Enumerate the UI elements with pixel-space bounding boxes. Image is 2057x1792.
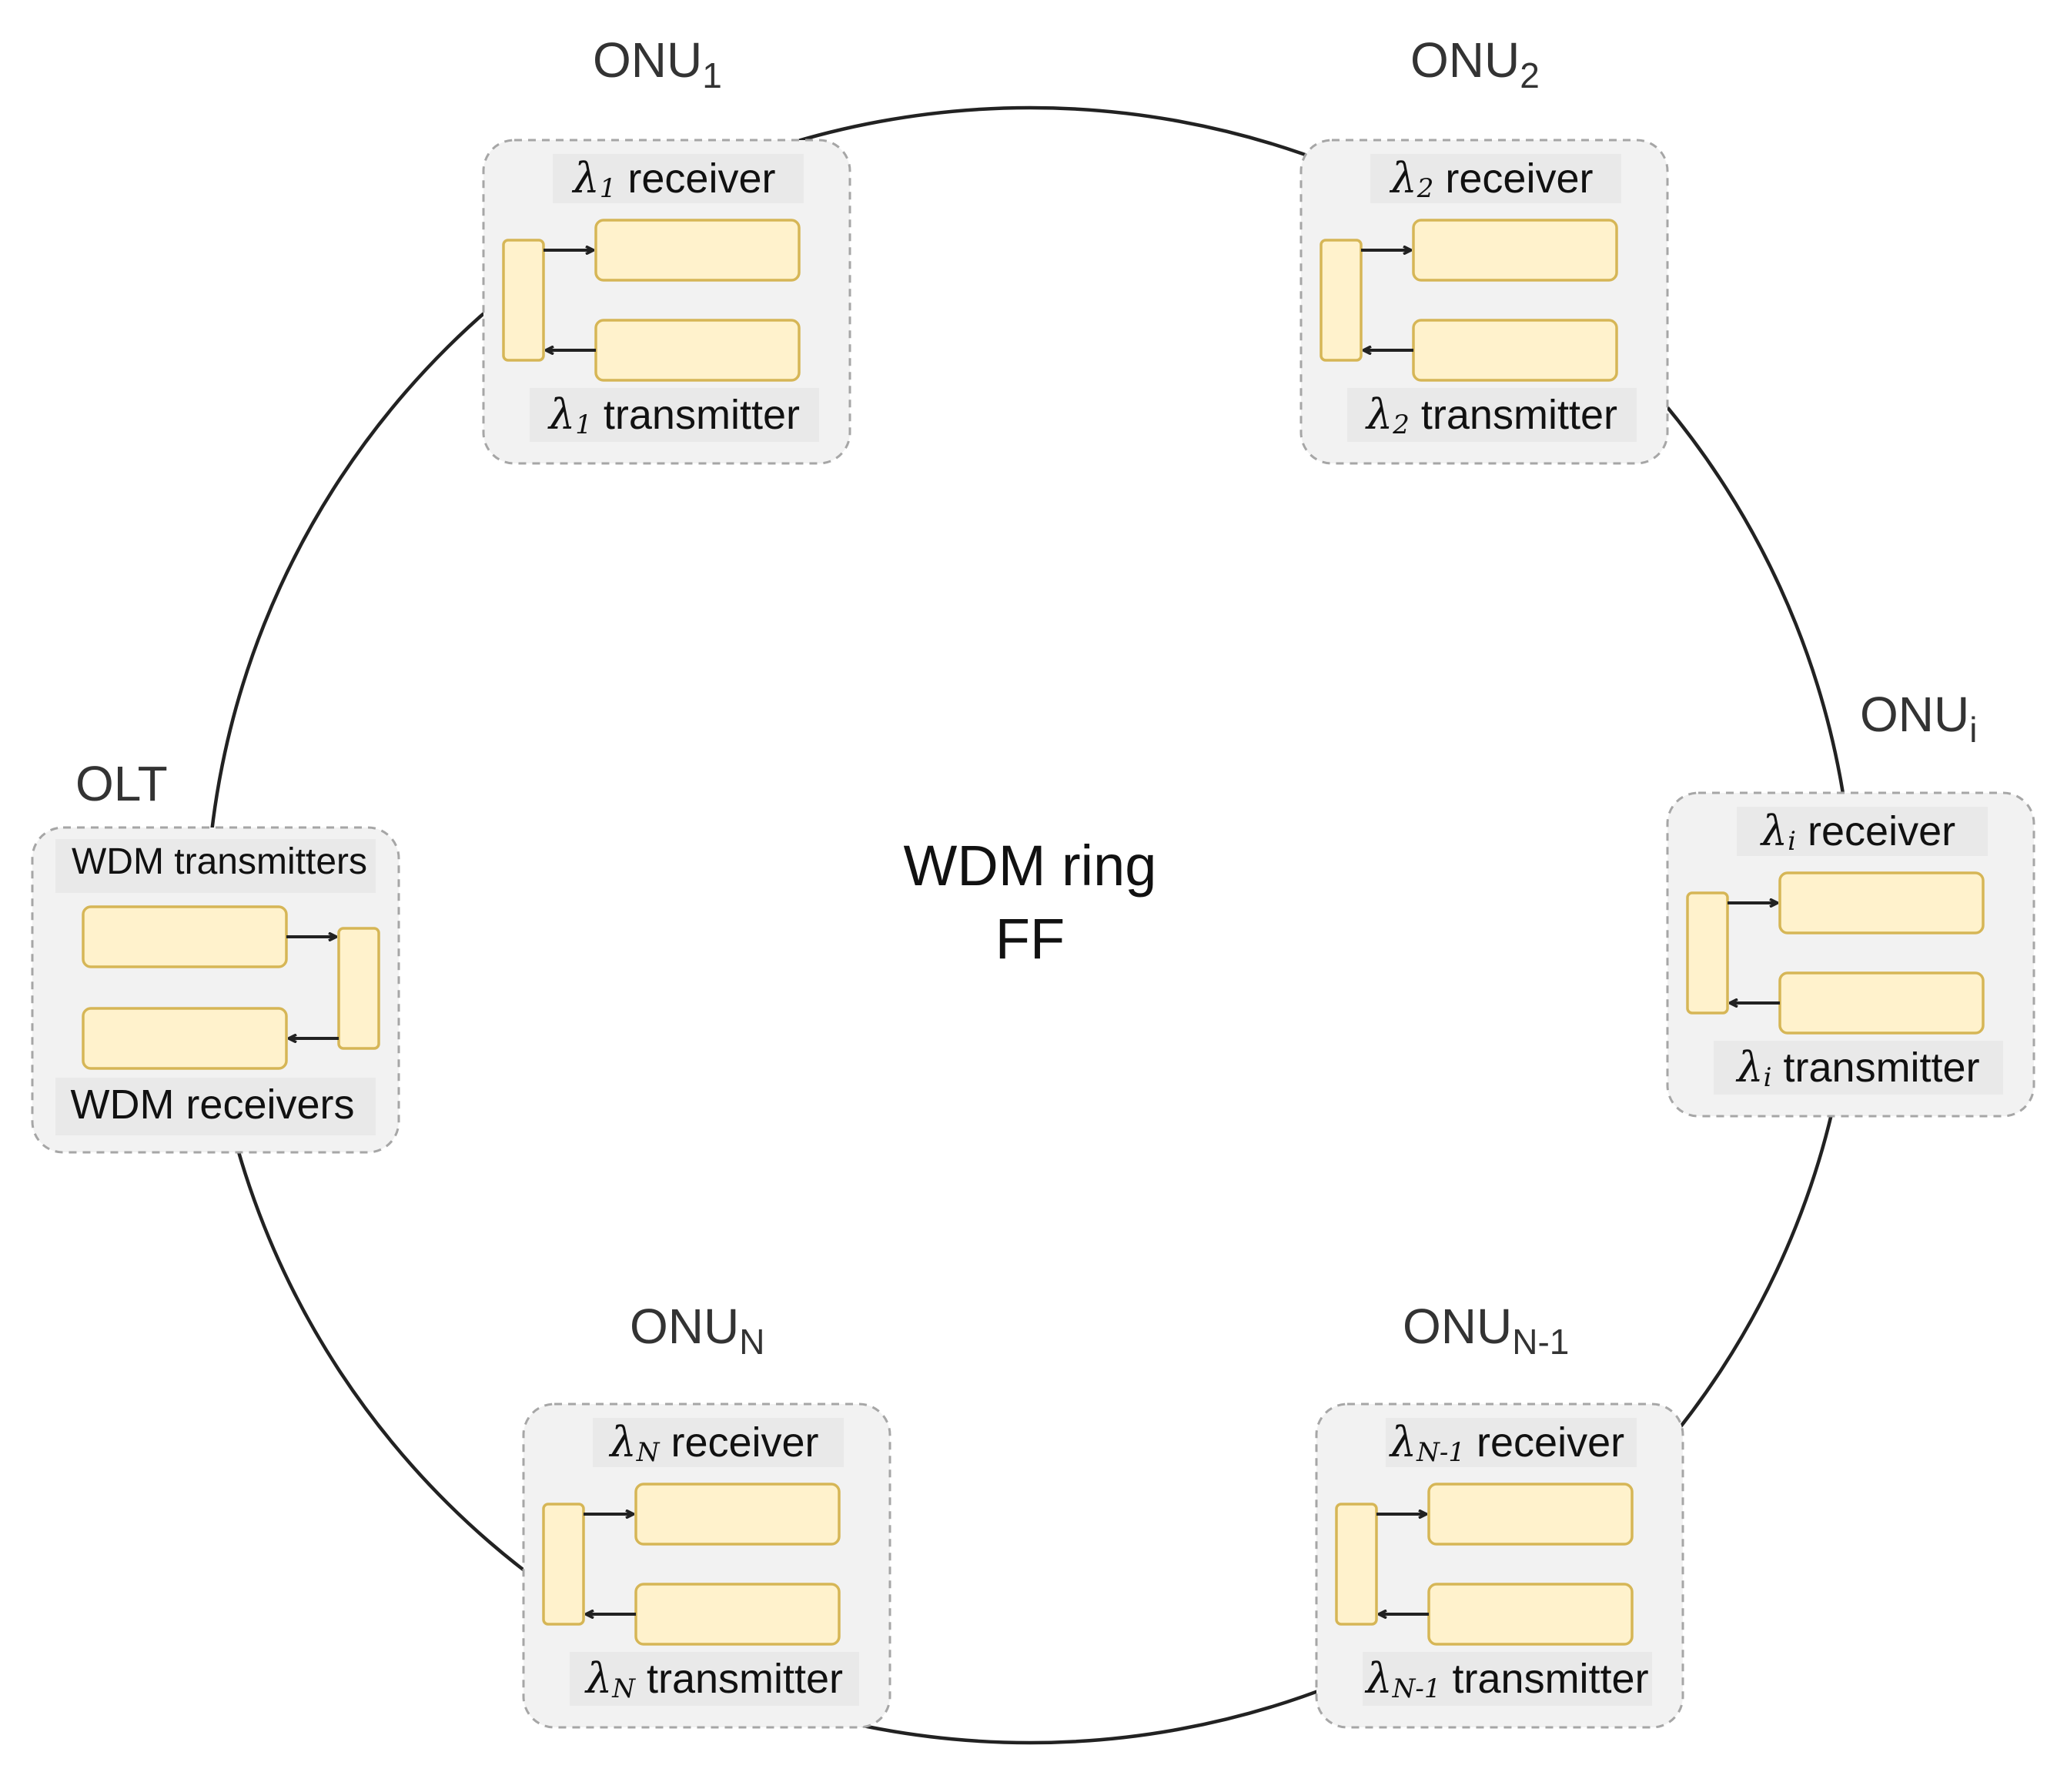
onu-n-transmitter-label: λN transmitter	[584, 1654, 843, 1704]
onu-1-transmitter-band	[530, 388, 819, 442]
onu-2-node: ONU2 λ2 receiver λ2 transmitter	[1299, 32, 1669, 465]
onu-1-receiver-band	[553, 154, 804, 203]
olt-receivers-band	[55, 1078, 376, 1135]
onu-2-coupler-block	[1319, 239, 1363, 362]
onu-i-receiver-block	[1778, 871, 1985, 934]
onu-i-receiver-label: λi receiver	[1760, 807, 1955, 857]
onu-n-1-receiver-label: λN-1 receiver	[1389, 1418, 1624, 1468]
olt-title: OLT	[75, 756, 168, 811]
onu-layer: ONU1 λ1 receiver λ1 transmitter ONU2 λ2 rece…	[482, 32, 2035, 1729]
onu-n-transmitter-block	[634, 1583, 841, 1646]
onu-n-1-transmitter-band	[1363, 1652, 1652, 1706]
onu-n-title: ONUN	[630, 1299, 764, 1362]
onu-n-1-transmitter-block	[1427, 1583, 1634, 1646]
onu-n-receiver-block	[634, 1483, 841, 1546]
onu-i-title: ONUi	[1860, 687, 1977, 750]
onu-n-1-receiver-block	[1427, 1483, 1634, 1546]
olt-receivers-label: WDM receivers	[70, 1082, 354, 1128]
onu-2-title: ONU2	[1410, 32, 1540, 95]
onu-i-transmitter-block	[1778, 971, 1985, 1035]
onu-n-transmitter-band	[570, 1652, 859, 1706]
onu-i-transmitter-band	[1714, 1041, 2003, 1095]
onu-n-1-receiver-band	[1386, 1418, 1637, 1467]
onu-i-receiver-band	[1737, 807, 1988, 856]
onu-1-transmitter-block	[594, 319, 801, 382]
olt-transmitters-band	[55, 839, 376, 893]
onu-2-transmitter-band	[1347, 388, 1637, 442]
onu-i-transmitter-label: λi transmitter	[1735, 1043, 1979, 1093]
onu-2-receiver-block	[1412, 219, 1618, 282]
onu-n-1-transmitter-label: λN-1 transmitter	[1364, 1654, 1648, 1704]
onu-n-1-node: ONUN-1 λN-1 receiver λN-1 transmitter	[1315, 1299, 1684, 1729]
onu-1-receiver-label: λ1 receiver	[572, 154, 776, 204]
onu-2-receiver-band	[1370, 154, 1621, 203]
onu-n-1-coupler-block	[1335, 1503, 1378, 1626]
onu-n-coupler-block	[542, 1503, 585, 1626]
onu-1-node: ONU1 λ1 receiver λ1 transmitter	[482, 32, 851, 465]
olt-transmitters-label: WDM transmitters	[72, 841, 367, 882]
onu-1-transmitter-label: λ1 transmitter	[547, 390, 800, 440]
onu-2-transmitter-block	[1412, 319, 1618, 382]
olt-node: OLT WDM transmitters WDM receivers	[31, 756, 400, 1154]
olt-mux-block	[337, 927, 380, 1050]
ring-algorithm-label: FF	[995, 907, 1065, 971]
olt-receiver-block	[82, 1007, 288, 1070]
onu-2-receiver-label: λ2 receiver	[1390, 154, 1594, 204]
ring-label: WDM ring	[904, 834, 1157, 898]
onu-i-node: ONUi λi receiver λi transmitter	[1666, 687, 2035, 1118]
olt-transmitter-block	[82, 905, 288, 968]
onu-2-transmitter-label: λ2 transmitter	[1365, 390, 1617, 440]
onu-i-coupler-block	[1686, 891, 1729, 1015]
onu-1-coupler-block	[502, 239, 545, 362]
onu-1-title: ONU1	[593, 32, 722, 95]
onu-n-receiver-label: λN receiver	[608, 1418, 818, 1468]
onu-n-receiver-band	[593, 1418, 844, 1467]
onu-n-node: ONUN λN receiver λN transmitter	[522, 1299, 891, 1729]
onu-n-1-title: ONUN-1	[1403, 1299, 1569, 1362]
onu-1-receiver-block	[594, 219, 801, 282]
